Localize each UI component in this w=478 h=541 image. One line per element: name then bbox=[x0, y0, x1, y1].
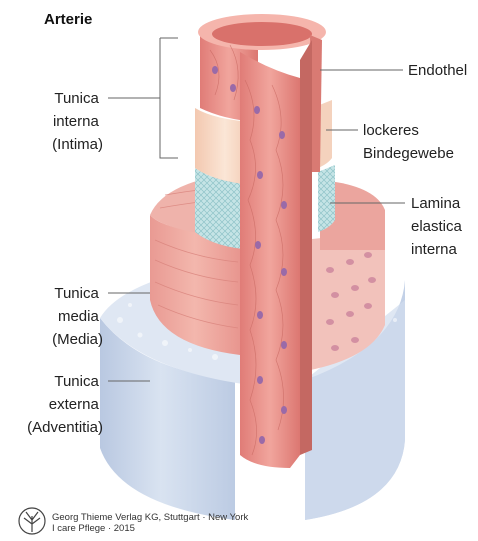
bracket-interna bbox=[160, 38, 178, 158]
svg-text:Tunica media (Medi: Tunica media (Media) bbox=[52, 285, 103, 348]
svg-text:Endothel: Endothel bbox=[408, 62, 467, 79]
svg-text:Tunica interna (In: Tunica interna (Intima) bbox=[52, 90, 103, 153]
label-tunica-interna: Tunica interna (Intima) bbox=[52, 38, 178, 158]
diagram-title: Arterie bbox=[44, 11, 92, 28]
svg-text:Lamina elastica in: Lamina elastica interna bbox=[411, 195, 466, 258]
svg-text:lockeres Bindegewebe: lockeres Bindegewebe bbox=[363, 122, 454, 162]
label-lockeres-1: lockeres bbox=[363, 122, 419, 139]
label-lamina-2: elastica bbox=[411, 218, 463, 235]
svg-text:Georg Thieme Verlag KG, Stuttg: Georg Thieme Verlag KG, Stuttgart · New … bbox=[52, 512, 251, 534]
label-endothel: Endothel bbox=[320, 62, 467, 79]
publisher-logo-icon bbox=[19, 508, 45, 534]
svg-text:Tunica externa (Ad: Tunica externa (Adventitia) bbox=[27, 373, 103, 436]
label-lamina-1: Lamina bbox=[411, 195, 461, 212]
label-lockeres-bindegewebe: lockeres Bindegewebe bbox=[326, 122, 454, 162]
label-tunica-externa-2: externa bbox=[49, 396, 100, 413]
label-tunica-externa-1: Tunica bbox=[54, 373, 99, 390]
credit-line-1: Georg Thieme Verlag KG, Stuttgart · New … bbox=[52, 512, 249, 523]
label-endothel-1: Endothel bbox=[408, 62, 467, 79]
label-lockeres-2: Bindegewebe bbox=[363, 145, 454, 162]
label-tunica-media-3: (Media) bbox=[52, 331, 103, 348]
label-tunica-interna-2: interna bbox=[53, 113, 100, 130]
label-tunica-media-2: media bbox=[58, 308, 100, 325]
credit-line-2: I care Pflege · 2015 bbox=[52, 523, 135, 534]
label-tunica-media-1: Tunica bbox=[54, 285, 99, 302]
label-tunica-interna-1: Tunica bbox=[54, 90, 99, 107]
label-tunica-externa-3: (Adventitia) bbox=[27, 419, 103, 436]
label-lamina-3: interna bbox=[411, 241, 458, 258]
label-tunica-interna-3: (Intima) bbox=[52, 136, 103, 153]
